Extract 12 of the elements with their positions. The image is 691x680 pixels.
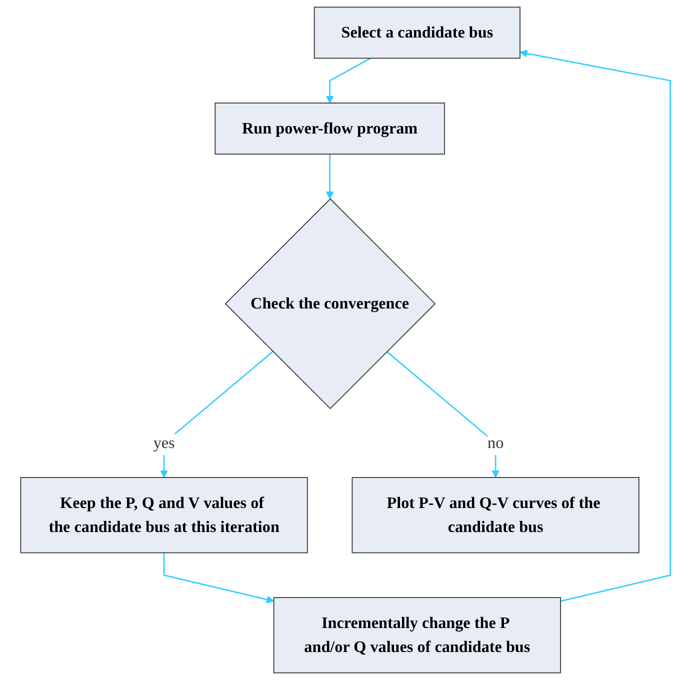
edge-label: no — [488, 434, 504, 452]
arrow — [326, 58, 371, 104]
node-diamond: Check the convergence — [224, 198, 436, 410]
node-box: Keep the P, Q and V values of the candidate bus at this iteration — [20, 477, 308, 554]
arrow — [520, 50, 671, 602]
arrow — [163, 552, 274, 604]
arrow — [326, 154, 334, 200]
node-box: Run power-flow program — [214, 102, 445, 155]
node-box: Plot P-V and Q-V curves of the candidate bus — [352, 477, 640, 554]
node-box: Incrementally change the P and/or Q values of candidate bus — [273, 597, 561, 674]
node-box: Select a candidate bus — [314, 6, 520, 59]
edge-label: yes — [153, 434, 175, 452]
